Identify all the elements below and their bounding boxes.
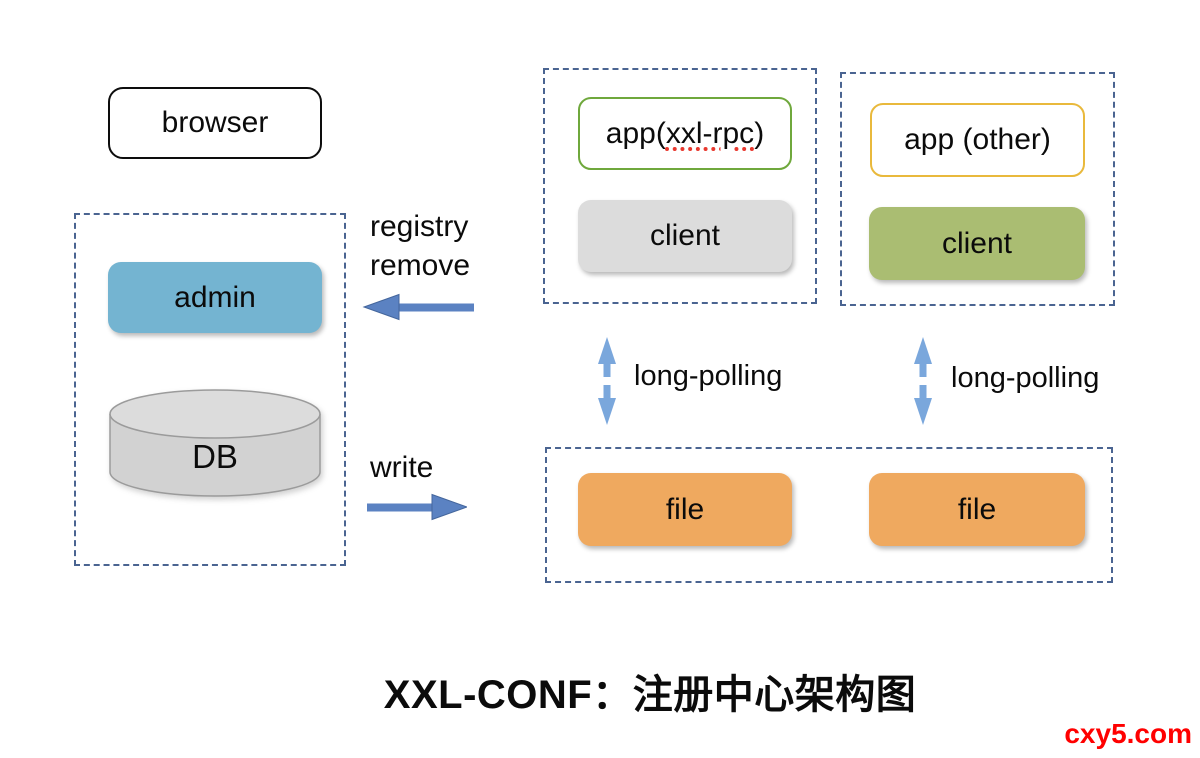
file-left-label: file [665, 492, 705, 526]
client-other-label: client [941, 226, 1013, 260]
registry-remove-arrow-icon [362, 293, 474, 321]
registry-remove-label: registry remove [370, 210, 471, 282]
file-left-node: file [578, 473, 792, 546]
file-right-node: file [869, 473, 1085, 546]
write-arrow-icon [367, 493, 467, 521]
browser-label: browser [161, 106, 269, 139]
watermark: cxy5.com [1064, 718, 1192, 749]
admin-node: admin [108, 262, 322, 333]
admin-label: admin [174, 280, 256, 314]
app-rpc-misspelled-text: xxl-rpc [665, 116, 755, 150]
app-xxl-rpc-node: app(xxl-rpc) [578, 97, 792, 170]
diagram-title: XXL-CONF：注册中心架构图 [383, 673, 917, 717]
client-xxl-rpc-label: client [649, 219, 721, 252]
long-polling-right-label: long-polling [951, 362, 1100, 394]
write-label: write [370, 451, 434, 484]
long-polling-left-arrow-icon [598, 337, 616, 425]
app-other-node: app (other) [870, 103, 1085, 177]
app-other-label: app (other) [904, 123, 1051, 156]
db-label: DB [192, 438, 238, 475]
file-right-label: file [957, 492, 997, 526]
admin-db-container [74, 213, 346, 566]
app-xxl-rpc-container [543, 68, 817, 304]
client-xxl-rpc-node: client [578, 200, 792, 272]
db-node: DB [108, 388, 322, 500]
app-other-container [840, 72, 1115, 306]
files-container [545, 447, 1113, 583]
browser-node: browser [108, 87, 322, 159]
app-xxl-rpc-label: app(xxl-rpc) [605, 116, 765, 150]
client-other-node: client [869, 207, 1085, 280]
db-cylinder-icon [109, 389, 321, 497]
long-polling-right-arrow-icon [914, 337, 932, 425]
long-polling-left-label: long-polling [634, 360, 783, 392]
